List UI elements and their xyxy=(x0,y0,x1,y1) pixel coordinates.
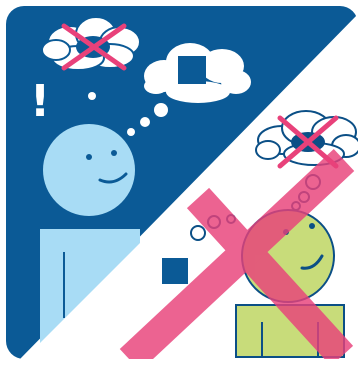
crossed-thought-cloud-right xyxy=(256,111,360,166)
exclamation-text: ! xyxy=(30,76,50,127)
happy-person-blue xyxy=(40,124,140,343)
square-thought xyxy=(178,56,206,84)
small-thought-dot xyxy=(88,92,96,100)
exclamation-mark: ! xyxy=(30,76,50,127)
square-floating xyxy=(162,258,188,284)
